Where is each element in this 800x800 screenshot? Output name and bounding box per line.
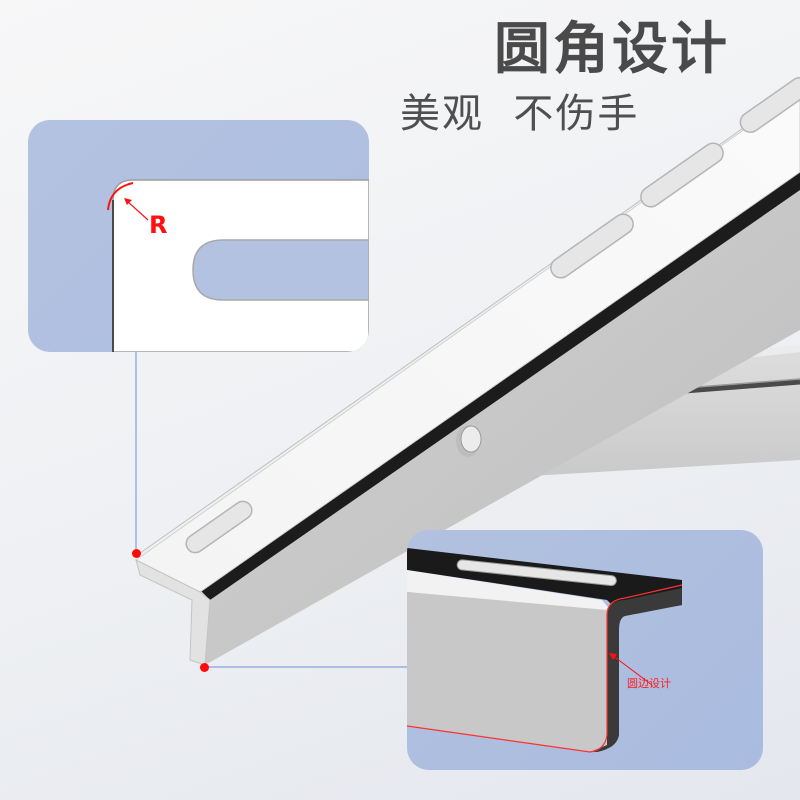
corner-detail-drawing bbox=[107, 179, 369, 352]
slot-2 bbox=[550, 213, 634, 279]
headline-subtitle: 美观 不伤手 bbox=[400, 91, 640, 137]
marker-dot-top bbox=[132, 549, 141, 558]
marker-dot-bottom bbox=[200, 663, 209, 672]
radius-label: R bbox=[149, 211, 168, 239]
headline-title: 圆角设计 bbox=[494, 17, 730, 82]
corner-detail-inset bbox=[28, 120, 369, 352]
bracket-side-face bbox=[205, 185, 800, 665]
edge-detail-inset bbox=[407, 530, 763, 770]
rivet-icon bbox=[456, 425, 482, 457]
edge-detail-drawing bbox=[407, 548, 683, 753]
bracket-end-cap bbox=[135, 559, 211, 666]
slot-4 bbox=[739, 77, 800, 133]
slot-1 bbox=[185, 500, 253, 554]
slot-3 bbox=[640, 142, 724, 208]
bracket-slots bbox=[185, 77, 800, 554]
rounded-edge-label: 圆边设计 bbox=[627, 677, 671, 690]
